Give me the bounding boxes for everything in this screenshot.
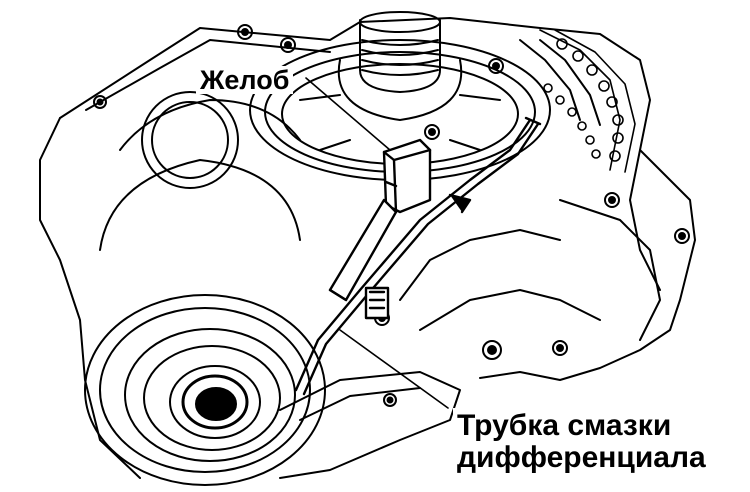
- lower-plate: [279, 229, 601, 479]
- lubrication-pipe-label-line1: Трубка смазки: [457, 409, 672, 442]
- housing-outline: [39, 17, 696, 479]
- lubrication-pipe-label-line2: дифференциала: [457, 440, 706, 474]
- top-shaft: [337, 11, 463, 121]
- lower-left-bearing: [84, 294, 326, 486]
- bolts: [93, 24, 690, 360]
- lubrication-pipe-label: Трубка смазки дифференциала: [453, 408, 710, 475]
- right-chain: [539, 29, 636, 173]
- leader-lines: [305, 77, 449, 409]
- upper-left-bore: [99, 91, 301, 251]
- gutter-label: Желоб: [196, 66, 294, 94]
- lubrication-pipe: [294, 116, 542, 396]
- gutter-part: [328, 138, 432, 302]
